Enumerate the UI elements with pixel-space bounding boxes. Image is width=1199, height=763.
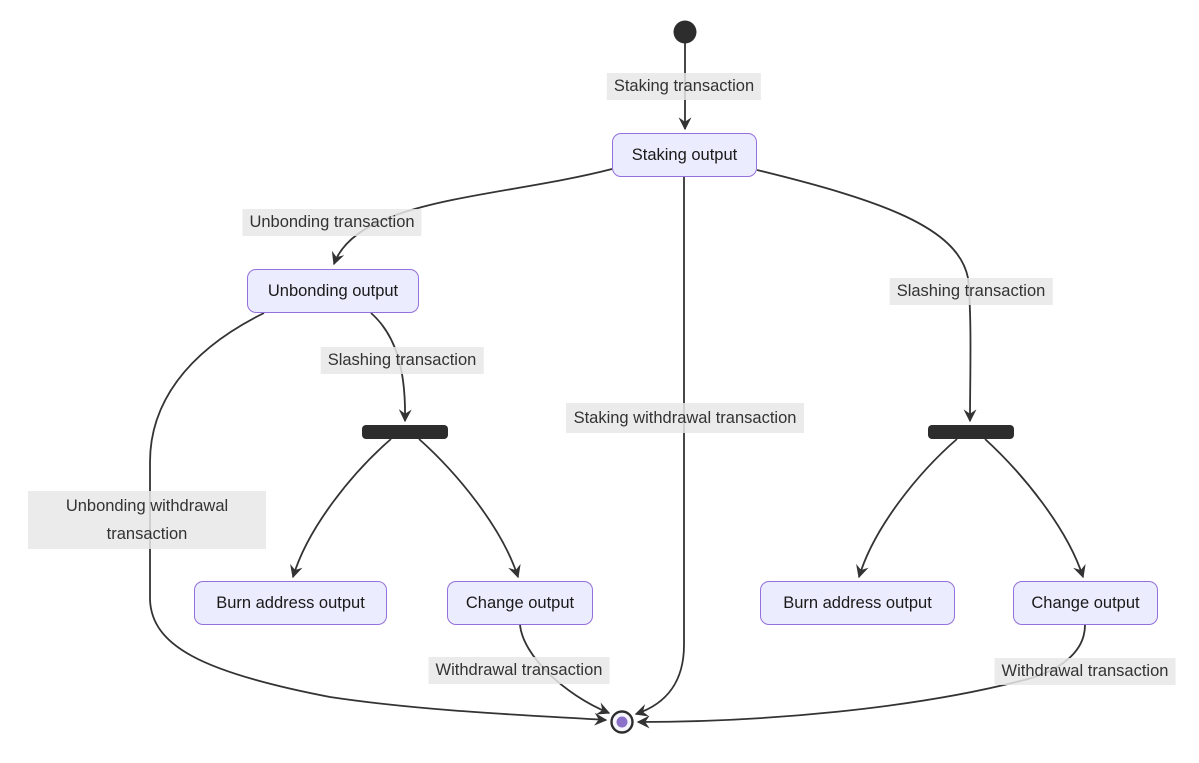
state-change-output-right: Change output	[1013, 581, 1158, 625]
edge-label-withdrawal-transaction-right: Withdrawal transaction	[994, 658, 1176, 685]
edge-fork-right-to-burn-right	[856, 438, 958, 579]
state-staking-output: Staking output	[612, 133, 757, 177]
edge-label-staking-transaction: Staking transaction	[606, 73, 762, 100]
edge-staking-to-fork-right	[756, 169, 977, 423]
edge-staking-to-final	[634, 177, 685, 717]
state-burn-address-output-left: Burn address output	[194, 581, 387, 625]
edge-fork-right-to-change-right	[984, 438, 1086, 579]
final-state	[610, 710, 634, 734]
edge-unbonding-to-final	[149, 312, 608, 726]
edge-staking-to-unbonding-output	[331, 168, 613, 266]
edge-change-right-to-final	[636, 624, 1086, 729]
initial-state-dot	[673, 20, 697, 44]
fork-bar-left	[362, 425, 448, 439]
state-unbonding-output: Unbonding output	[247, 269, 419, 313]
edge-label-staking-withdrawal-transaction: Staking withdrawal transaction	[566, 403, 804, 433]
state-burn-address-output-right: Burn address output	[760, 581, 955, 625]
edge-fork-left-to-change-left	[418, 438, 521, 579]
edge-label-unbonding-transaction: Unbonding transaction	[242, 209, 422, 236]
fork-bar-right	[928, 425, 1014, 439]
edge-fork-left-to-burn-left	[290, 438, 392, 579]
final-state-dot	[616, 716, 628, 728]
edge-label-withdrawal-transaction-left: Withdrawal transaction	[428, 657, 610, 684]
state-change-output-left: Change output	[447, 581, 593, 625]
edge-label-slashing-transaction-left: Slashing transaction	[320, 347, 484, 374]
edge-label-unbonding-withdrawal-transaction: Unbonding withdrawal transaction	[28, 491, 266, 549]
edge-label-slashing-transaction-right: Slashing transaction	[889, 278, 1053, 305]
